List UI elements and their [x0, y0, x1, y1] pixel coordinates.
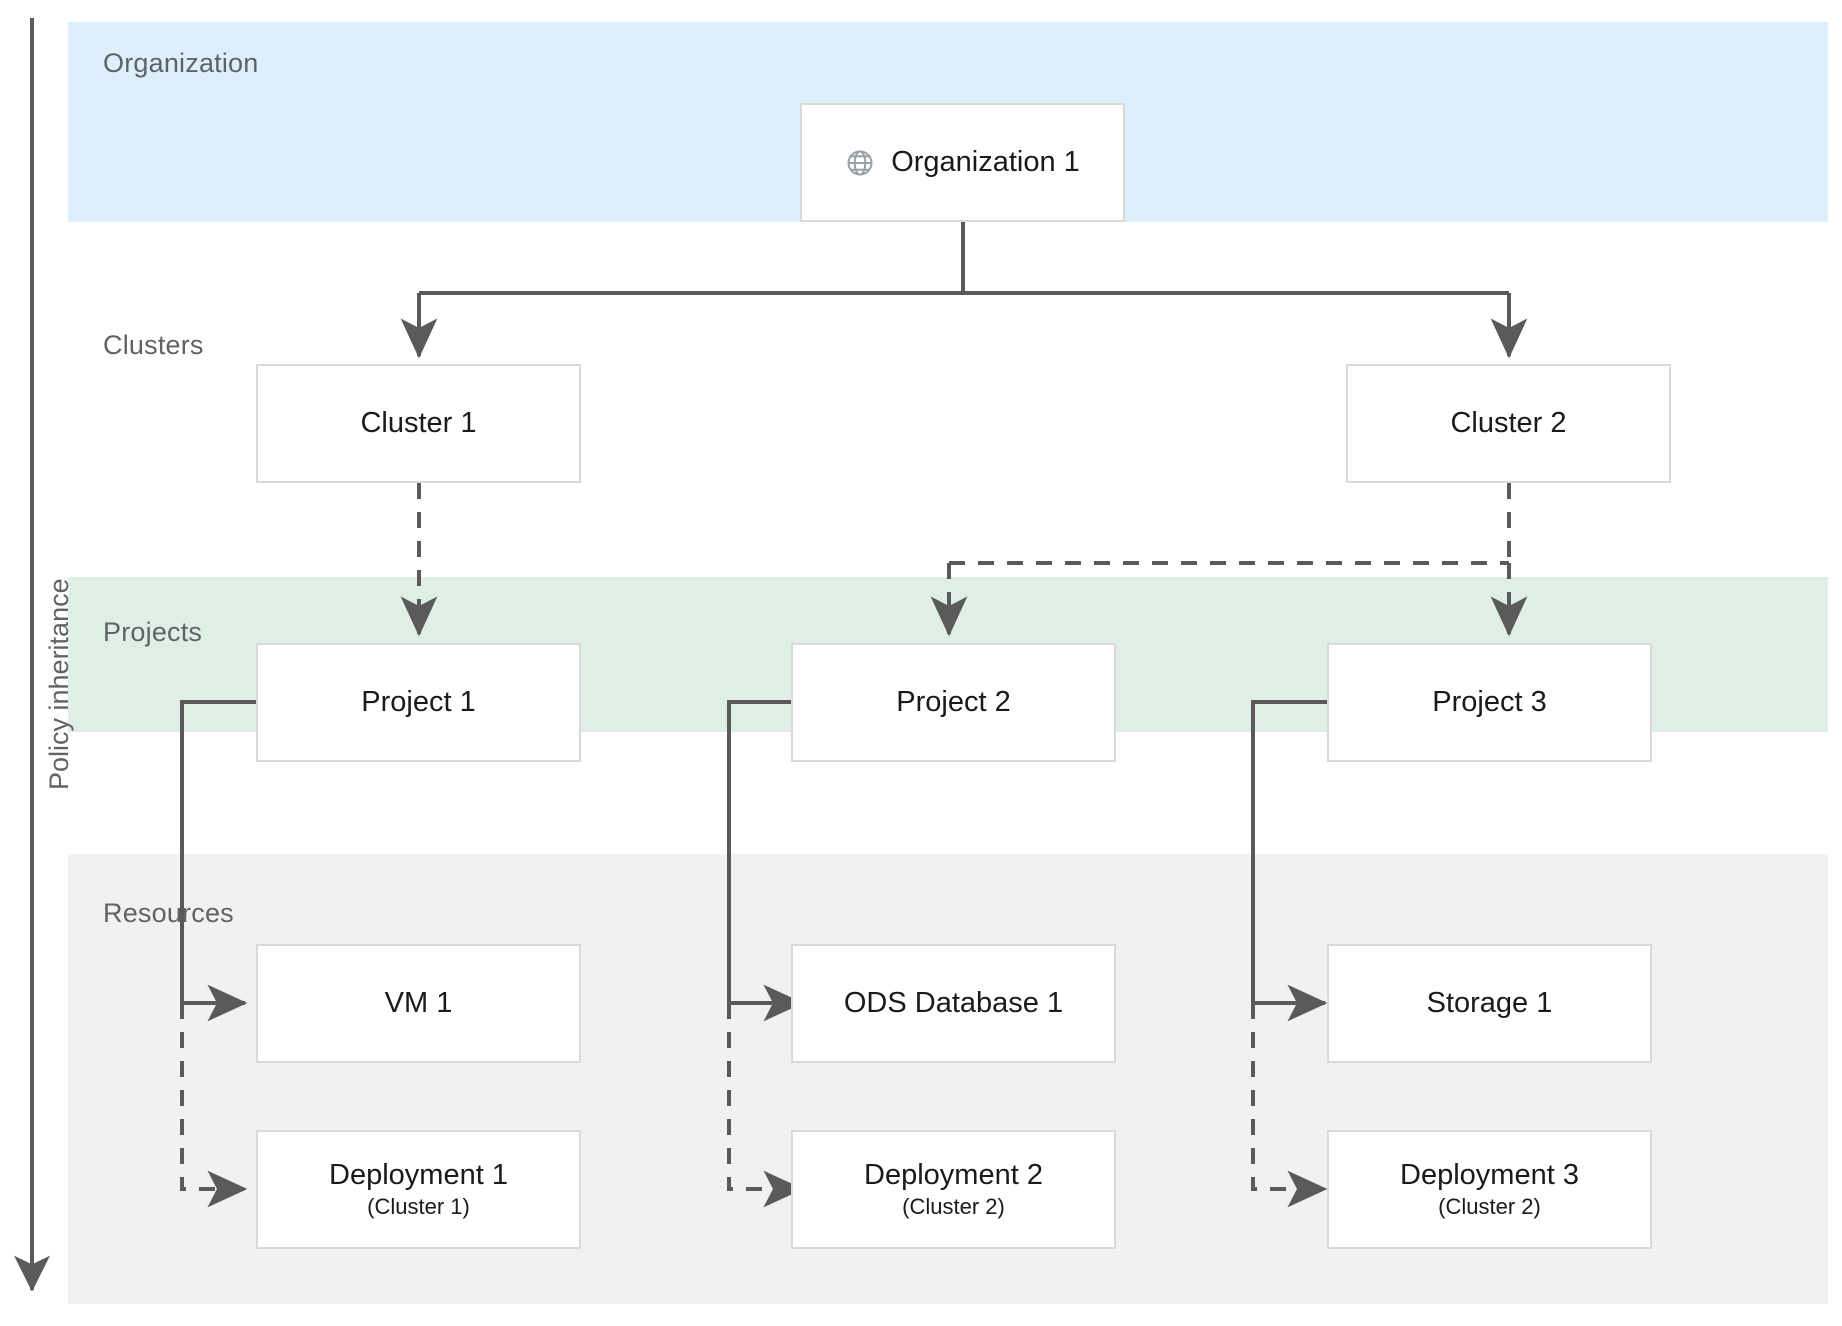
- node-label: VM 1: [384, 986, 453, 1019]
- node-vm-1[interactable]: VM 1: [256, 944, 581, 1063]
- node-deployment-3[interactable]: Deployment 3 (Cluster 2): [1327, 1130, 1652, 1249]
- globe-icon: [845, 148, 875, 178]
- node-cluster-2[interactable]: Cluster 2: [1346, 364, 1671, 483]
- node-label: Deployment 2: [864, 1158, 1043, 1191]
- node-cluster-1[interactable]: Cluster 1: [256, 364, 581, 483]
- node-label: Organization 1: [891, 145, 1080, 178]
- node-label: Storage 1: [1426, 986, 1553, 1019]
- band-label-resources: Resources: [103, 898, 234, 928]
- node-ods-database-1[interactable]: ODS Database 1: [791, 944, 1116, 1063]
- node-sublabel: (Cluster 1): [367, 1193, 470, 1219]
- node-label: Project 3: [1432, 685, 1547, 718]
- node-sublabel: (Cluster 2): [1438, 1193, 1541, 1219]
- node-label: Deployment 1: [329, 1158, 508, 1191]
- node-deployment-1[interactable]: Deployment 1 (Cluster 1): [256, 1130, 581, 1249]
- band-label-projects: Projects: [103, 617, 203, 647]
- node-deployment-2[interactable]: Deployment 2 (Cluster 2): [791, 1130, 1116, 1249]
- node-label: ODS Database 1: [843, 986, 1064, 1019]
- node-sublabel: (Cluster 2): [902, 1193, 1005, 1219]
- band-label-clusters: Clusters: [103, 330, 204, 360]
- edge-org-to-clusters: [400, 222, 1528, 359]
- node-label: Project 1: [361, 685, 476, 718]
- node-project-2[interactable]: Project 2: [791, 643, 1116, 762]
- node-label: Cluster 2: [1450, 406, 1567, 439]
- node-organization-1[interactable]: Organization 1: [800, 103, 1125, 222]
- node-label: Project 2: [896, 685, 1011, 718]
- policy-inheritance-label: Policy inheritance: [44, 578, 74, 790]
- node-project-3[interactable]: Project 3: [1327, 643, 1652, 762]
- node-storage-1[interactable]: Storage 1: [1327, 944, 1652, 1063]
- band-label-organization: Organization: [103, 48, 259, 78]
- node-label: Deployment 3: [1400, 1158, 1579, 1191]
- node-label: Cluster 1: [360, 406, 477, 439]
- node-project-1[interactable]: Project 1: [256, 643, 581, 762]
